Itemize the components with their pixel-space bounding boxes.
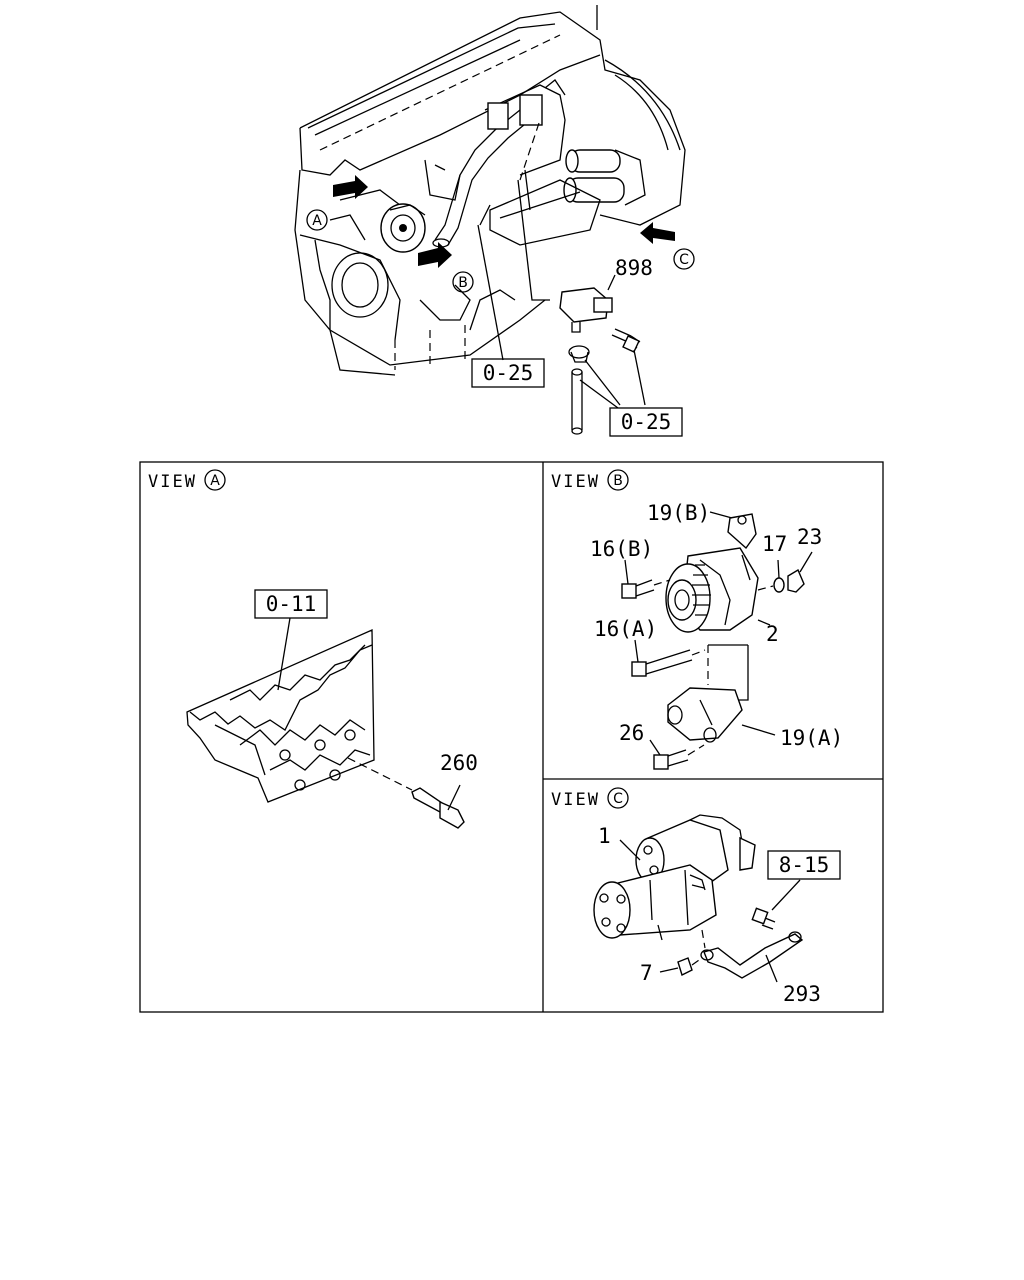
part-number-17: 17 xyxy=(762,532,787,556)
view-marker-b-overview: B xyxy=(452,271,474,293)
part-number-260: 260 xyxy=(440,751,478,775)
view-a-title: VIEW A xyxy=(148,469,226,492)
ref-box-025-right: 0-25 xyxy=(609,407,683,437)
view-c-title: VIEW C xyxy=(551,787,629,810)
svg-text:A: A xyxy=(210,473,220,489)
part-number-19a: 19(A) xyxy=(780,726,843,750)
svg-text:C: C xyxy=(613,791,623,807)
ref-box-025-left: 0-25 xyxy=(471,358,545,388)
cylinder-head-drawing xyxy=(186,629,413,803)
ref-box-815: 8-15 xyxy=(767,850,841,880)
svg-text:B: B xyxy=(458,275,468,291)
svg-text:8-15: 8-15 xyxy=(779,853,830,877)
engine-overview xyxy=(294,5,686,435)
part-number-1: 1 xyxy=(598,824,611,848)
part-number-2: 2 xyxy=(766,622,779,646)
svg-text:VIEW: VIEW xyxy=(148,472,197,492)
part-number-19b: 19(B) xyxy=(647,501,710,525)
svg-text:VIEW: VIEW xyxy=(551,472,600,492)
ref-box-011: 0-11 xyxy=(254,589,328,619)
detail-panels-frame xyxy=(139,461,884,1013)
svg-text:VIEW: VIEW xyxy=(551,790,600,810)
temperature-sensor-260 xyxy=(411,784,465,829)
part-number-23: 23 xyxy=(797,525,822,549)
starter-motor-drawing xyxy=(593,814,804,983)
part-number-16b: 16(B) xyxy=(590,537,653,561)
view-marker-a-overview: A xyxy=(306,209,328,231)
part-number-7: 7 xyxy=(640,961,653,985)
alternator-drawing xyxy=(621,511,813,770)
svg-text:0-25: 0-25 xyxy=(483,361,534,385)
part-number-293: 293 xyxy=(783,982,821,1006)
svg-text:0-25: 0-25 xyxy=(621,410,672,434)
svg-text:0-11: 0-11 xyxy=(266,592,317,616)
part-number-898: 898 xyxy=(615,256,653,280)
part-number-26: 26 xyxy=(619,721,644,745)
part-number-16a: 16(A) xyxy=(594,617,657,641)
view-marker-c-overview: C xyxy=(673,248,695,270)
svg-text:C: C xyxy=(679,252,689,268)
view-b-title: VIEW B xyxy=(551,469,629,492)
svg-text:A: A xyxy=(312,213,322,229)
svg-text:B: B xyxy=(613,473,623,489)
